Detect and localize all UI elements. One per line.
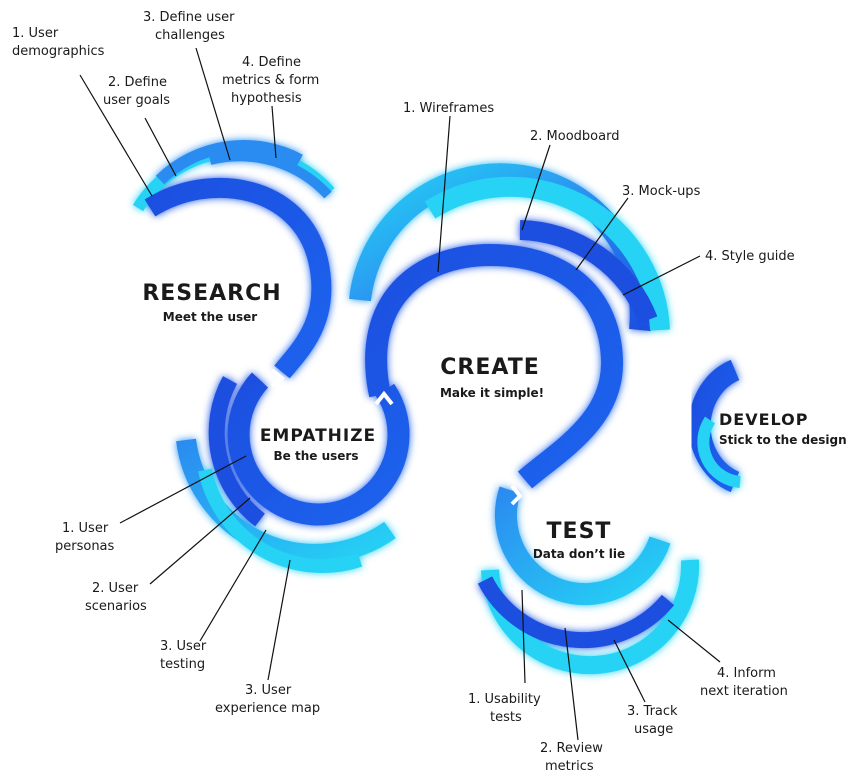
develop-subtitle: Stick to the design — [719, 433, 847, 447]
research-title-group: RESEARCH Meet the user — [142, 281, 281, 324]
empathize-title-group: EMPATHIZE Be the users — [260, 426, 376, 463]
develop-title-group: DEVELOP Stick to the design — [719, 410, 847, 447]
step-label: 3. Mock-ups — [622, 184, 701, 199]
create-arcs — [349, 163, 670, 489]
create-subtitle: Make it simple! — [440, 386, 544, 400]
test-subtitle: Data don’t lie — [533, 547, 625, 561]
test-title: TEST — [547, 519, 612, 544]
research-subtitle: Meet the user — [163, 310, 258, 324]
test-arcs — [477, 486, 700, 675]
empathize-subtitle: Be the users — [274, 449, 359, 463]
chevron-icon — [374, 390, 394, 406]
leader-lines — [79, 47, 721, 741]
empathize-title: EMPATHIZE — [260, 426, 376, 446]
chevron-icon — [510, 484, 523, 506]
research-arcs — [132, 140, 335, 379]
test-title-group: TEST Data don’t lie — [533, 519, 625, 561]
research-title: RESEARCH — [142, 281, 281, 306]
step-label: 2. Moodboard — [530, 129, 619, 144]
chevron-icon — [270, 368, 286, 388]
develop-arc — [688, 359, 741, 493]
step-label: 4. Style guide — [705, 249, 795, 264]
create-step-labels: 1. Wireframes 2. Moodboard 3. Mock-ups 4… — [403, 101, 795, 264]
create-title: CREATE — [440, 355, 539, 380]
empathize-arcs — [176, 372, 410, 573]
create-title-group: CREATE Make it simple! — [440, 355, 544, 400]
develop-title: DEVELOP — [719, 410, 808, 429]
step-label: 1. Wireframes — [403, 101, 494, 116]
